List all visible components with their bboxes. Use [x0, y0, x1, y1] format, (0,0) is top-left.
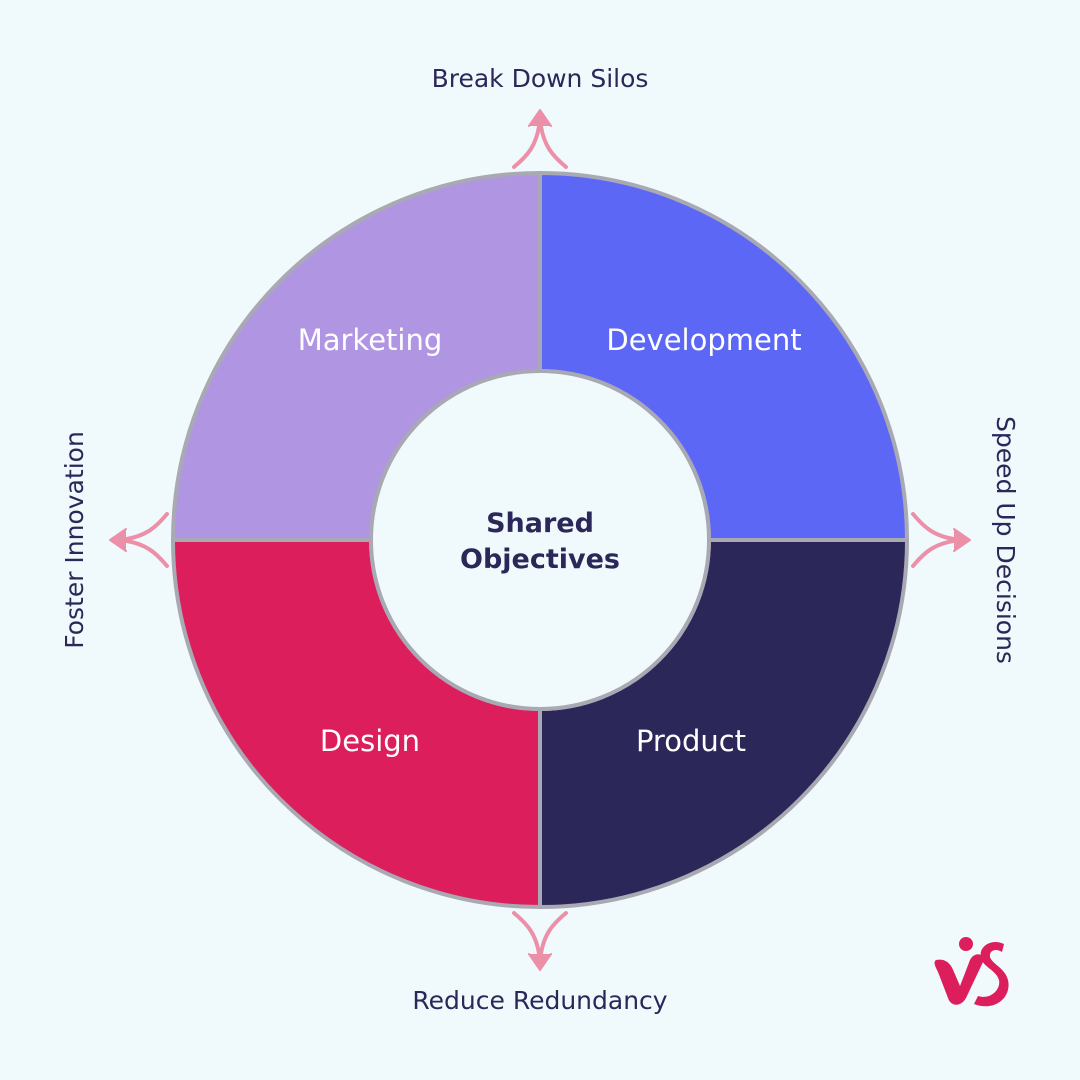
segment-label-design: Design: [320, 724, 420, 758]
outcome-right-label: Speed Up Decisions: [991, 416, 1020, 664]
vs-brand-logo-icon: [934, 937, 1009, 1007]
outcome-top-label: Break Down Silos: [432, 64, 649, 93]
segment-label-product: Product: [636, 724, 746, 758]
center-circle: [369, 369, 711, 711]
outcome-bottom-label: Reduce Redundancy: [412, 986, 667, 1015]
center-title-line-1: Shared: [486, 508, 594, 539]
arrow-right-icon: [911, 512, 971, 568]
segment-label-marketing: Marketing: [298, 323, 443, 357]
arrow-down-icon: [512, 911, 568, 971]
arrow-up-icon: [512, 109, 568, 169]
outcome-left-label: Foster Innovation: [60, 431, 89, 649]
segment-label-development: Development: [606, 323, 801, 357]
arrow-left-icon: [109, 512, 169, 568]
center-title-line-2: Objectives: [460, 544, 620, 575]
